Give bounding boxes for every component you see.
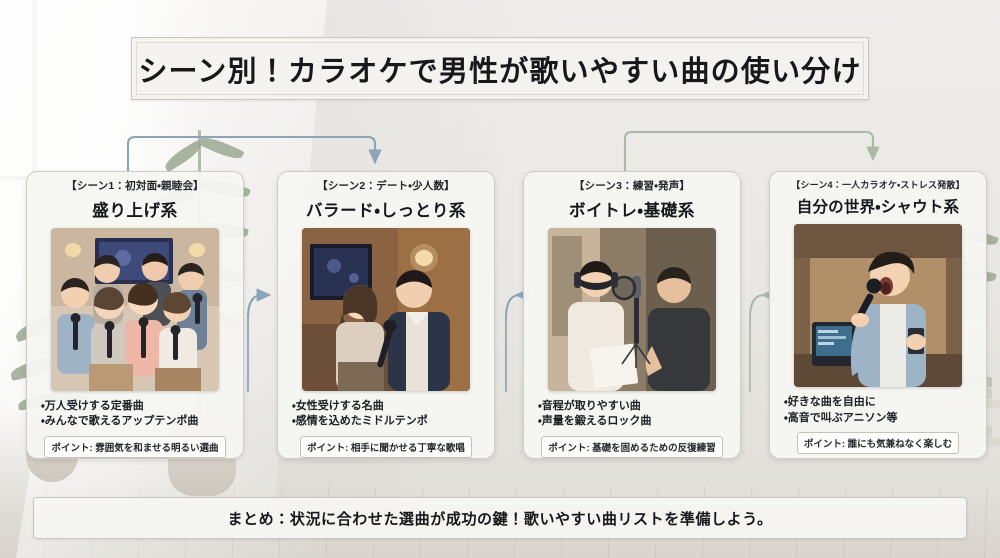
bullet-item: ・高音で叫ぶアニソン等 bbox=[784, 411, 898, 424]
scene-heading-1: 盛り上げ系 bbox=[92, 201, 178, 220]
scene-label-3: 【シーン3：練習・発声】 bbox=[573, 180, 691, 192]
solo-singer-shouting-photo bbox=[794, 223, 962, 387]
scene-label-1: 【シーン1：初対面・親睦会】 bbox=[66, 180, 204, 192]
point-chip-1: ポイント: 雰囲気を和ませる明るい選曲 bbox=[44, 435, 226, 458]
bullet-item: ・女性受けする名曲 bbox=[292, 399, 384, 412]
couple-duet-photo bbox=[302, 227, 470, 391]
point-chip-2: ポイント: 相手に聞かせる丁寧な歌唱 bbox=[300, 435, 472, 458]
summary-text: まとめ：状況に合わせた選曲が成功の鍵！歌いやすい曲リストを準備しよう。 bbox=[227, 510, 773, 528]
scene-card-1[interactable]: 【シーン1：初対面・親睦会】 盛り上げ系 bbox=[26, 171, 244, 459]
bullet-item: ・感情を込めたミドルテンポ bbox=[292, 415, 428, 428]
scene-heading-2: バラード・しっとり系 bbox=[305, 201, 467, 220]
bullet-item: ・好きな曲を自由に bbox=[784, 395, 876, 408]
bullet-item: ・万人受けする定番曲 bbox=[41, 399, 144, 412]
point-chip-4: ポイント: 誰にも気兼ねなく楽しむ bbox=[796, 432, 960, 455]
scene-heading-3: ボイトレ・基礎系 bbox=[569, 201, 695, 220]
page-title: シーン別！カラオケで男性が歌いやすい曲の使い分け bbox=[138, 53, 862, 88]
scene-photo-3 bbox=[548, 227, 716, 391]
group-karaoke-photo bbox=[51, 227, 219, 391]
scene-photo-4 bbox=[794, 223, 962, 387]
bullet-list-1: ・万人受けする定番曲 ・みんなで歌えるアップテンポ曲 bbox=[37, 399, 233, 430]
bullet-list-3: ・音程が取りやすい曲 ・声量を鍛えるロック曲 bbox=[534, 399, 730, 430]
plant-leaf bbox=[197, 133, 245, 163]
page-title-band: シーン別！カラオケで男性が歌いやすい曲の使い分け bbox=[131, 37, 869, 100]
scene-heading-4: 自分の世界・シャウト系 bbox=[796, 198, 960, 216]
scene-card-3[interactable]: 【シーン3：練習・発声】 ボイトレ・基礎系 bbox=[523, 171, 741, 459]
scene-card-2[interactable]: 【シーン2：デート・少人数】 バラード・しっとり系 bbox=[277, 171, 495, 459]
scene-label-2: 【シーン2：デート・少人数】 bbox=[317, 180, 455, 192]
bullet-item: ・みんなで歌えるアップテンポ曲 bbox=[41, 415, 199, 428]
bullet-list-4: ・好きな曲を自由に ・高音で叫ぶアニソン等 bbox=[780, 395, 976, 426]
vocal-training-studio-photo bbox=[548, 227, 716, 391]
scene-photo-1 bbox=[51, 227, 219, 391]
scene-photo-2 bbox=[302, 227, 470, 391]
scene-card-4[interactable]: 【シーン4：一人カラオケ・ストレス発散】 自分の世界・シャウト系 bbox=[769, 171, 987, 459]
scene-label-4: 【シーン4：一人カラオケ・ストレス発散】 bbox=[791, 180, 965, 190]
bullet-item: ・声量を鍛えるロック曲 bbox=[538, 415, 652, 428]
summary-band: まとめ：状況に合わせた選曲が成功の鍵！歌いやすい曲リストを準備しよう。 bbox=[33, 497, 967, 539]
bullet-item: ・音程が取りやすい曲 bbox=[538, 399, 641, 412]
point-chip-3: ポイント: 基礎を固めるための反復練習 bbox=[541, 435, 723, 458]
bullet-list-2: ・女性受けする名曲 ・感情を込めたミドルテンポ bbox=[288, 399, 484, 430]
